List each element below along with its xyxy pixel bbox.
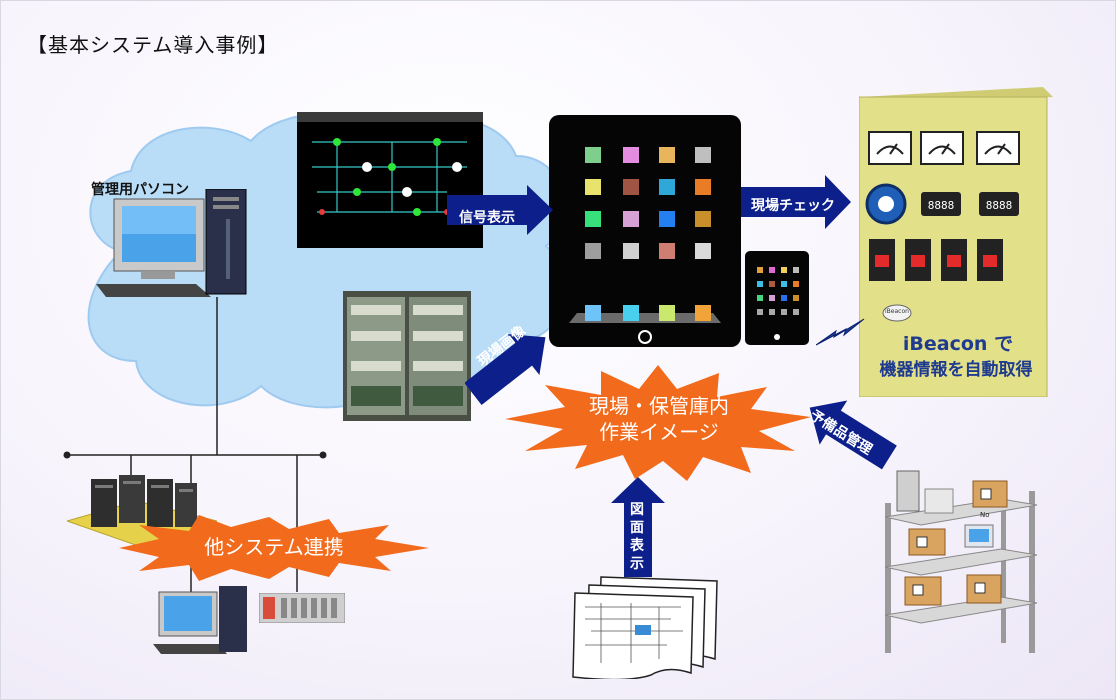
site-check-arrow-label: 現場チェック xyxy=(751,198,835,214)
signal-arrow-label: 信号表示 xyxy=(459,210,515,226)
workstation-icon xyxy=(153,586,247,654)
server-rack-icon xyxy=(67,475,217,550)
wireless-signal-icon xyxy=(816,318,865,346)
site-check-arrow xyxy=(741,175,851,229)
ibeacon-line2: 機器情報を自動取得 xyxy=(879,360,1033,380)
management-pc-icon xyxy=(96,189,247,297)
drawing-arrow xyxy=(611,477,665,577)
tablet-small xyxy=(745,251,809,345)
other-system-burst xyxy=(119,515,429,581)
site-image-arrow xyxy=(465,334,546,405)
work-image-burst xyxy=(505,365,811,481)
page-title: 【基本システム導入事例】 xyxy=(27,33,279,57)
work-image-line1: 現場・保管庫内 xyxy=(589,394,729,418)
tablet-large xyxy=(549,115,741,347)
signal-arrow xyxy=(447,185,553,235)
shelf-no-label: No xyxy=(980,511,990,519)
other-system-label: 他システム連携 xyxy=(204,535,344,559)
equipment-cabinet: 8888 8888 xyxy=(859,87,1053,397)
drawing-arrow-label: 図 面 表 示 xyxy=(630,501,644,573)
site-photo xyxy=(343,291,471,421)
pc-label: 管理用パソコン xyxy=(91,182,189,198)
storage-shelf-icon xyxy=(884,470,1038,653)
beacon-tag-label: iBeacon xyxy=(885,308,909,315)
work-image-line2: 作業イメージ xyxy=(599,420,719,444)
meter-icon xyxy=(868,131,1020,165)
drawing-label-char: 図 xyxy=(630,502,644,518)
signal-monitor-screen xyxy=(297,112,483,248)
drawing-label-char: 表 xyxy=(630,538,644,554)
svg-text:8888: 8888 xyxy=(986,199,1013,212)
plc-device-icon xyxy=(259,593,345,623)
svg-text:8888: 8888 xyxy=(928,199,955,212)
drawings-stack-icon xyxy=(572,576,718,679)
ibeacon-line1: iBeacon で xyxy=(902,333,1014,355)
network-lines xyxy=(63,297,327,597)
spare-parts-arrow xyxy=(809,400,897,470)
drawing-label-char: 面 xyxy=(630,520,644,536)
drawing-label-char: 示 xyxy=(630,556,644,572)
